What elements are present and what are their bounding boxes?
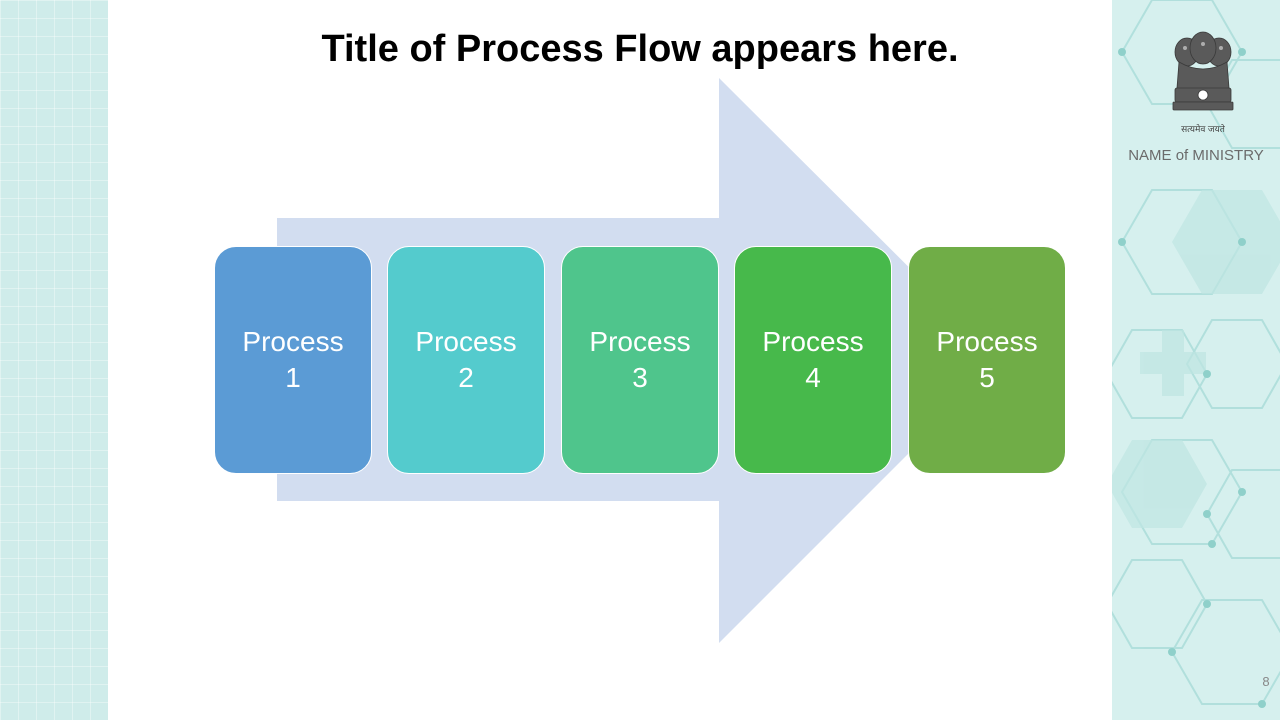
process-box-4[interactable]: Process 4 bbox=[734, 246, 892, 474]
process-label-5: Process 5 bbox=[936, 326, 1038, 393]
process-label-2: Process 2 bbox=[415, 326, 517, 393]
national-emblem-icon bbox=[1172, 31, 1234, 111]
process-box-2[interactable]: Process 2 bbox=[387, 246, 545, 474]
ministry-name: NAME of MINISTRY bbox=[1128, 147, 1264, 164]
emblem-motto: सत्यमेव जयते bbox=[1181, 124, 1225, 134]
process-label-3: Process 3 bbox=[589, 326, 691, 393]
left-decorative-band bbox=[0, 0, 108, 720]
process-box-1[interactable]: Process 1 bbox=[214, 246, 372, 474]
process-label-4: Process 4 bbox=[762, 326, 864, 393]
process-box-5[interactable]: Process 5 bbox=[908, 246, 1066, 474]
hexagon-pattern bbox=[1112, 0, 1280, 708]
slide-title: Title of Process Flow appears here. bbox=[321, 28, 959, 70]
process-label-1: Process 1 bbox=[242, 326, 344, 393]
page-number: 8 bbox=[1262, 674, 1270, 689]
process-box-3[interactable]: Process 3 bbox=[561, 246, 719, 474]
right-decorative-band bbox=[1112, 0, 1280, 720]
